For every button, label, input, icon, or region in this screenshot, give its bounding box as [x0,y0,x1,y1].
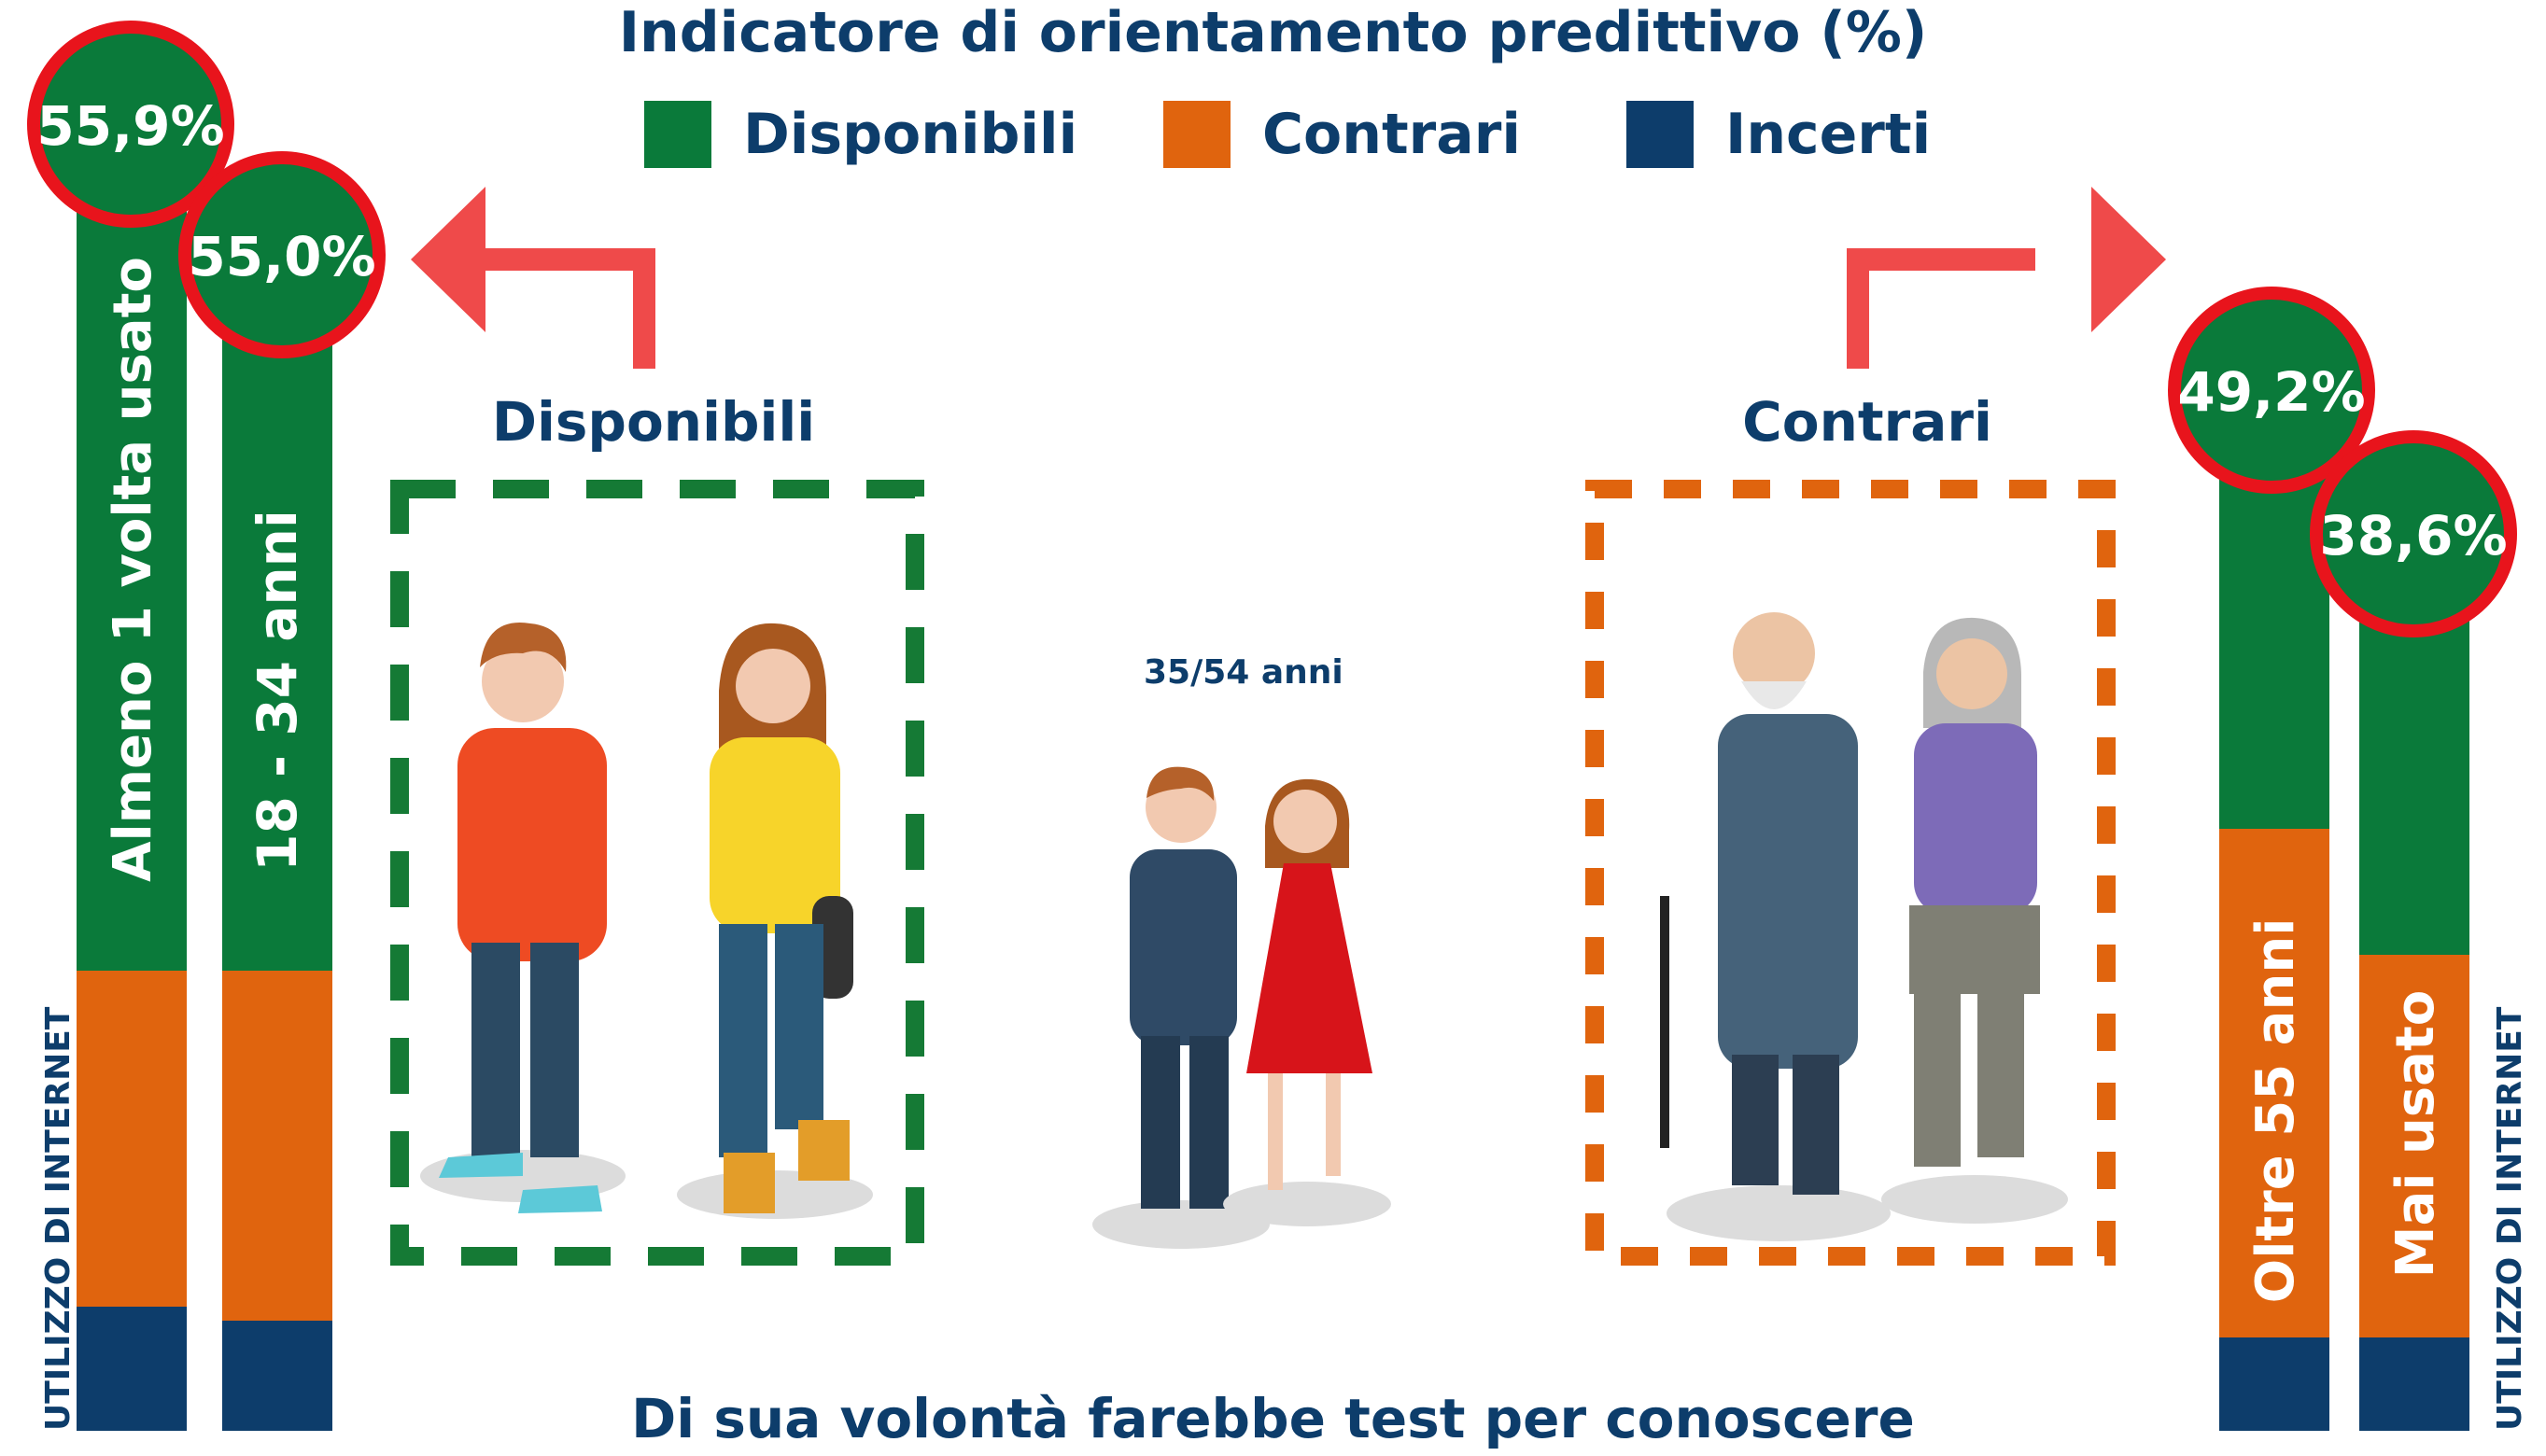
bar-segment-disponibili [77,135,187,971]
group-label-disponibili: Disponibili [491,390,816,454]
bar-3: Oltre 55 anni [2219,397,2329,1431]
frame-disponibili [390,480,924,1266]
legend-swatch-contrari [1163,101,1231,168]
callout-circle [2310,430,2517,637]
legend-swatch-disponibili [644,101,711,168]
person-elderly-man [1660,612,1891,1241]
callout-value: 38,6% [2319,504,2507,567]
bar-segment-incerti [2359,1337,2469,1431]
bar-segment-incerti [77,1307,187,1431]
bar-1: Almeno 1 volta usato [77,135,187,1431]
callout-2: 55,0% [178,151,386,358]
arrow-right [1847,187,2166,369]
bar-segment-incerti [2219,1337,2329,1431]
frame-contrari [1585,480,2116,1266]
bottom-caption: Di sua volontà farebbe test per conoscer… [631,1387,1915,1450]
person-middle-woman [1223,778,1391,1226]
age-label-35-54: 35/54 anni [1144,653,1343,692]
legend-label-contrari: Contrari [1262,102,1521,167]
bar-2: 18 - 34 anni [222,257,332,1431]
callout-value: 49,2% [2177,360,2365,424]
bar-category-label: 18 - 34 anni [246,510,309,872]
bar-4: Mai usato [2359,523,2469,1431]
bar-category-label: Almeno 1 volta usato [103,257,163,882]
person-elderly-woman [1881,617,2068,1224]
legend-item-incerti: Incerti [1626,101,1931,168]
bar-category-label: Mai usato [2385,990,2446,1278]
callout-value: 55,9% [36,94,224,158]
callout-circle [27,21,234,228]
side-label-left: UTILIZZO DI INTERNET [39,1006,77,1431]
callout-circle [2168,287,2375,494]
group-label-contrari: Contrari [1742,390,1992,454]
bar-segment-contrari [2219,829,2329,1337]
person-middle-man [1092,766,1270,1249]
bar-segment-disponibili [222,257,332,971]
legend-item-contrari: Contrari [1163,101,1521,168]
side-label-right: UTILIZZO DI INTERNET [2491,1006,2529,1431]
callout-1: 55,9% [27,21,234,228]
legend-item-disponibili: Disponibili [644,101,1077,168]
callout-3: 49,2% [2168,287,2375,494]
arrow-left [411,187,655,369]
callout-value: 55,0% [188,225,375,288]
person-young-man [420,622,626,1213]
legend-swatch-incerti [1626,101,1694,168]
bar-segment-contrari [2359,955,2469,1337]
legend-label-incerti: Incerti [1725,102,1932,167]
bar-segment-contrari [222,971,332,1321]
callout-4: 38,6% [2310,430,2517,637]
person-young-woman [677,623,873,1219]
bar-segment-incerti [222,1321,332,1431]
bar-category-label: Oltre 55 anni [2245,918,2306,1304]
callout-circle [178,151,386,358]
legend-label-disponibili: Disponibili [743,102,1078,167]
bar-segment-contrari [77,971,187,1307]
chart-title: Indicatore di orientamento predittivo (%… [618,0,1928,65]
callouts-layer: 55,9% 55,0% 49,2% 38,6% [27,21,2517,637]
